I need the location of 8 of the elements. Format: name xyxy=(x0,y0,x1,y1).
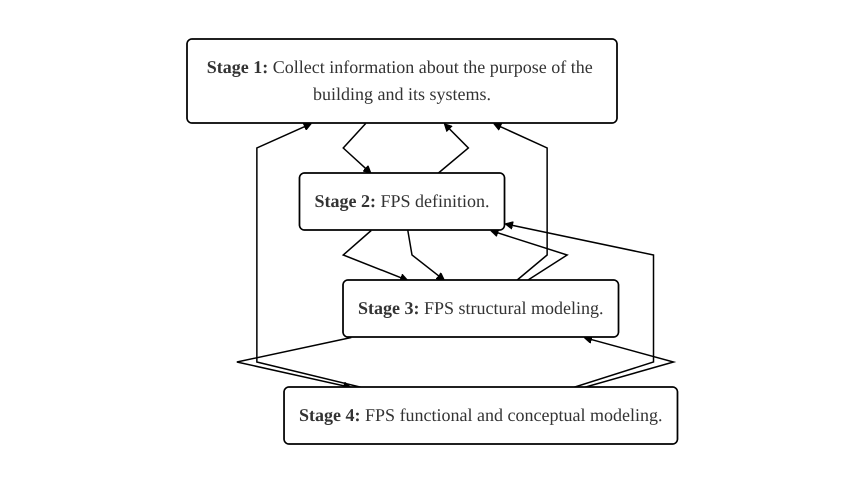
arrow xyxy=(342,230,408,282)
arrow xyxy=(504,221,654,388)
arrow xyxy=(492,122,548,282)
arrow xyxy=(437,123,470,174)
arrow xyxy=(342,123,372,174)
arrow xyxy=(490,228,569,282)
arrow xyxy=(406,230,445,281)
arrow xyxy=(256,122,362,388)
